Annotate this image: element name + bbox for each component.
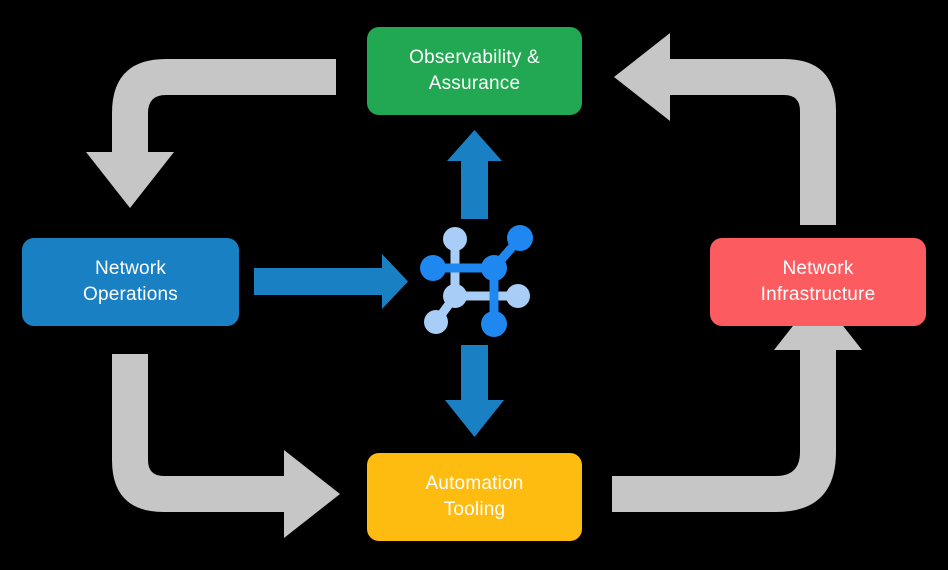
- node-box-network-infrastructure[interactable]: Network Infrastructure: [710, 238, 926, 326]
- gray-arrow-netops-to-automation: [112, 354, 340, 538]
- gray-arrow-netinfra-to-observability: [614, 33, 836, 225]
- node-label-observability-line2: Assurance: [428, 73, 521, 94]
- blue-arrow-netops-to-center: [254, 254, 408, 309]
- blue-arrow-center-to-observability: [447, 130, 502, 219]
- blue-arrow-center-to-automation: [445, 345, 504, 437]
- node-label-observability-line1: Observability &: [409, 47, 540, 69]
- node-box-network-operations[interactable]: Network Operations: [22, 238, 239, 326]
- node-label-network-infrastructure-line1: Network: [782, 258, 854, 280]
- network-topology-icon: [420, 225, 533, 337]
- gray-arrow-automation-to-netinfra: [612, 294, 862, 512]
- node-box-automation-tooling[interactable]: Automation Tooling: [367, 453, 582, 541]
- node-box-observability[interactable]: Observability & Assurance: [367, 27, 582, 115]
- gray-arrow-observability-to-netops: [86, 59, 336, 208]
- node-label-automation-tooling-line2: Tooling: [443, 499, 506, 520]
- node-label-network-operations-line2: Operations: [83, 284, 178, 305]
- node-label-network-operations-line1: Network: [94, 258, 167, 280]
- node-label-automation-tooling-line1: Automation: [425, 473, 524, 495]
- node-label-network-infrastructure-line2: Infrastructure: [760, 284, 876, 305]
- topology-nodes: [420, 225, 533, 337]
